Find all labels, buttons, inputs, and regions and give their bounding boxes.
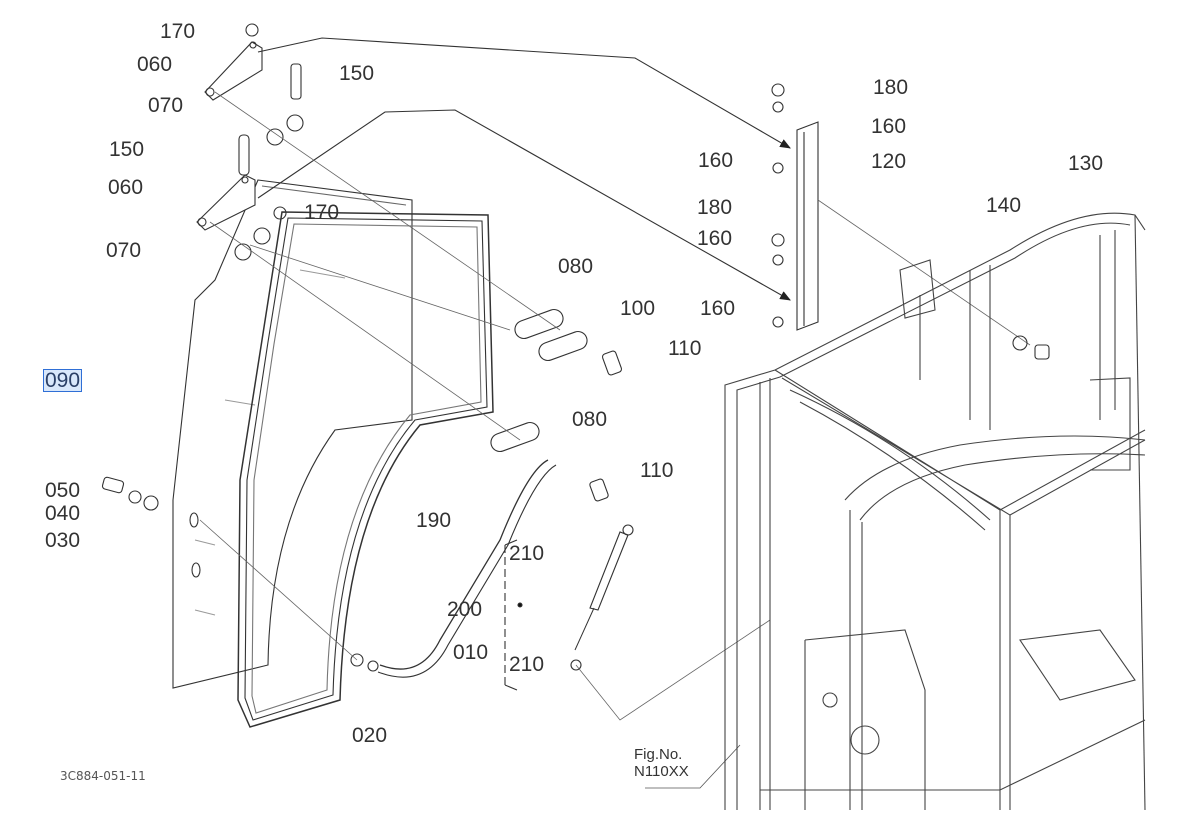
callout-110[interactable]: 110: [640, 459, 674, 482]
callout-150[interactable]: 150: [109, 138, 145, 161]
cab-frame: [724, 212, 1146, 811]
handle-rod: [379, 459, 549, 670]
callout-110[interactable]: 110: [668, 337, 702, 360]
callout-140[interactable]: 140: [986, 194, 1022, 217]
callout-050[interactable]: 050: [45, 479, 81, 502]
callout-200[interactable]: 200: [447, 598, 483, 621]
callout-120[interactable]: 120: [871, 150, 907, 173]
callout-020[interactable]: 020: [352, 724, 388, 747]
callout-070[interactable]: 070: [148, 94, 184, 117]
callout-160[interactable]: 160: [871, 115, 907, 138]
callout-160[interactable]: 160: [698, 149, 734, 172]
callout-060[interactable]: 060: [137, 53, 173, 76]
callout-150[interactable]: 150: [339, 62, 375, 85]
callout-010[interactable]: 010: [453, 641, 489, 664]
callout-040[interactable]: 040: [45, 502, 81, 525]
callout-100[interactable]: 100: [620, 297, 656, 320]
callout-130[interactable]: 130: [1068, 152, 1104, 175]
figure-code: N110XX: [634, 763, 689, 780]
post-120: [796, 121, 819, 331]
callout-080[interactable]: 080: [558, 255, 594, 278]
callout-160[interactable]: 160: [697, 227, 733, 250]
door-glass: [172, 179, 413, 689]
washer-020: [350, 653, 364, 667]
callout-180[interactable]: 180: [697, 196, 733, 219]
drawing-id: 3C884-051-11: [60, 769, 146, 783]
figure-label: Fig.No.: [634, 746, 683, 763]
callout-210[interactable]: 210: [509, 653, 545, 676]
callout-160[interactable]: 160: [700, 297, 736, 320]
door-seal: [237, 211, 494, 728]
callout-030[interactable]: 030: [45, 529, 81, 552]
figure-number: Fig.No. N110XX: [634, 746, 689, 780]
callout-090-selected[interactable]: 090: [42, 369, 83, 392]
callout-170[interactable]: 170: [304, 201, 340, 224]
callout-180[interactable]: 180: [873, 76, 909, 99]
callout-070[interactable]: 070: [106, 239, 142, 262]
callout-080[interactable]: 080: [572, 408, 608, 431]
callout-210[interactable]: 210: [509, 542, 545, 565]
callout-170[interactable]: 170: [160, 20, 196, 43]
callout-190[interactable]: 190: [416, 509, 452, 532]
callout-060[interactable]: 060: [108, 176, 144, 199]
